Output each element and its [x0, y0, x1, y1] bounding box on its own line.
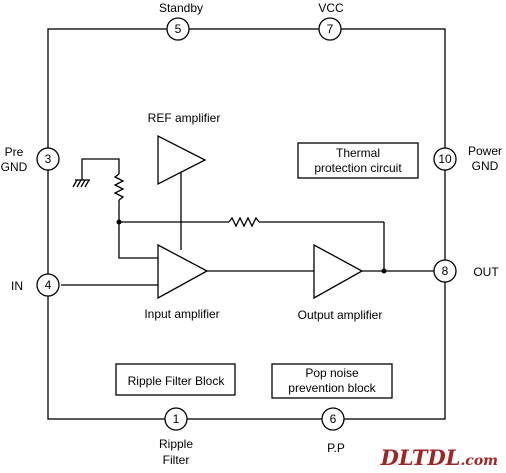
thermal-label-line1: Thermal — [336, 146, 380, 160]
pin-circle-10 — [433, 147, 457, 171]
ripple-filter-block — [115, 363, 236, 396]
output-amplifier-triangle — [313, 243, 364, 300]
pin-number-10: 10 — [438, 152, 452, 166]
pin-number-8: 8 — [442, 264, 449, 278]
pin-circle-6 — [321, 407, 345, 431]
junction-dot-feedback — [116, 219, 122, 225]
pin-number-4: 4 — [45, 278, 52, 292]
ground-resistor — [81, 158, 125, 222]
watermark-main: DLTDL — [380, 445, 461, 470]
junction-dot-out — [381, 268, 387, 274]
pin-label-ripple: Ripple — [159, 437, 193, 451]
pop-noise-label-line2: prevention block — [288, 381, 376, 395]
watermark-suffix: .com — [460, 453, 498, 469]
pin-label-standby: Standby — [159, 1, 203, 15]
input-amplifier-label: Input amplifier — [144, 307, 219, 321]
pin-label-pre: Pre — [5, 145, 24, 159]
pin-label-power: Power — [468, 144, 502, 158]
output-amplifier-label: Output amplifier — [298, 308, 383, 322]
pin-circle-8 — [433, 259, 457, 283]
ripple-filter-block-label: Ripple Filter Block — [128, 374, 226, 388]
pin-label-vcc: VCC — [318, 1, 344, 15]
pin-circle-1 — [164, 407, 188, 431]
pin-number-5: 5 — [175, 22, 182, 36]
pop-noise-block — [271, 363, 393, 399]
thermal-protection-block — [297, 142, 419, 179]
pin-number-6: 6 — [330, 412, 337, 426]
pin-number-7: 7 — [327, 22, 334, 36]
pin-circle-3 — [36, 147, 60, 171]
ground-icon — [72, 179, 90, 188]
input-amplifier-triangle — [157, 243, 209, 300]
pin-circle-5 — [166, 17, 190, 41]
pin-label-pre-gnd: GND — [1, 160, 28, 174]
feedback-wire — [119, 216, 385, 271]
pin-label-pp: P.P — [327, 441, 345, 455]
pin-number-3: 3 — [45, 152, 52, 166]
ref-amplifier-label: REF amplifier — [148, 111, 221, 125]
pin-label-in: IN — [11, 279, 23, 293]
pin-circle-7 — [318, 17, 342, 41]
pin-label-power-gnd: GND — [472, 159, 499, 173]
inverting-input-wire — [118, 222, 158, 259]
watermark: DLTDL.com — [380, 445, 498, 470]
pin-label-out: OUT — [473, 265, 499, 279]
pin-circle-4 — [36, 273, 60, 297]
ic-outline — [47, 28, 446, 420]
pin-label-filter: Filter — [163, 453, 190, 467]
pin-number-1: 1 — [173, 412, 180, 426]
thermal-label-line2: protection circuit — [314, 161, 402, 175]
pop-noise-label-line1: Pop noise — [305, 366, 359, 380]
